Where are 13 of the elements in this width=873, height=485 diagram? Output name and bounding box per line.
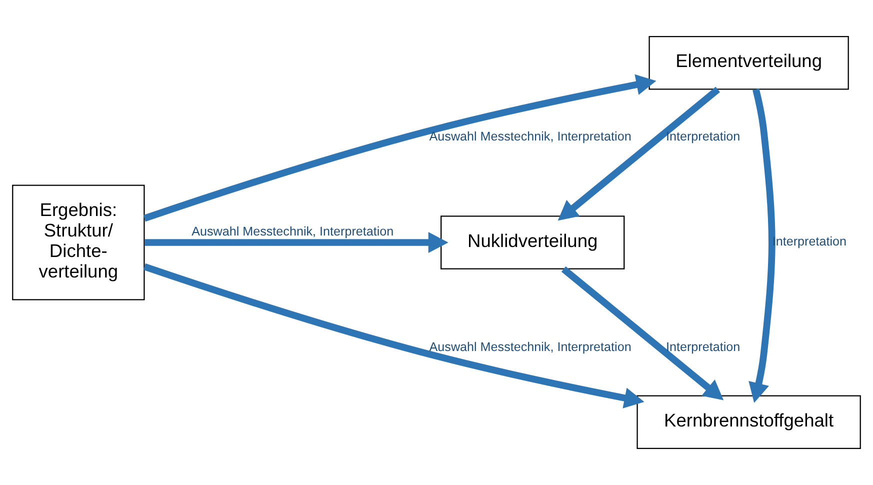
edge-label: Auswahl Messtechnik, Interpretation [192,224,394,238]
node-box: Ergebnis: Struktur/ Dichte- verteilung [12,184,145,300]
node-box: Nuklidverteilung [440,216,625,270]
node-box: Kernbrennstoffgehalt [636,395,861,449]
node-box: Elementverteilung [648,36,849,90]
edge-label: Auswahl Messtechnik, Interpretation [429,129,632,144]
edge-label: Auswahl Messtechnik, Interpretation [429,340,632,354]
edge-label: Interpretation [666,340,740,354]
arrow [144,232,448,253]
arrow [561,266,724,400]
arrow [558,86,720,221]
arrow [748,88,776,403]
edge-label: Interpretation [666,129,740,144]
